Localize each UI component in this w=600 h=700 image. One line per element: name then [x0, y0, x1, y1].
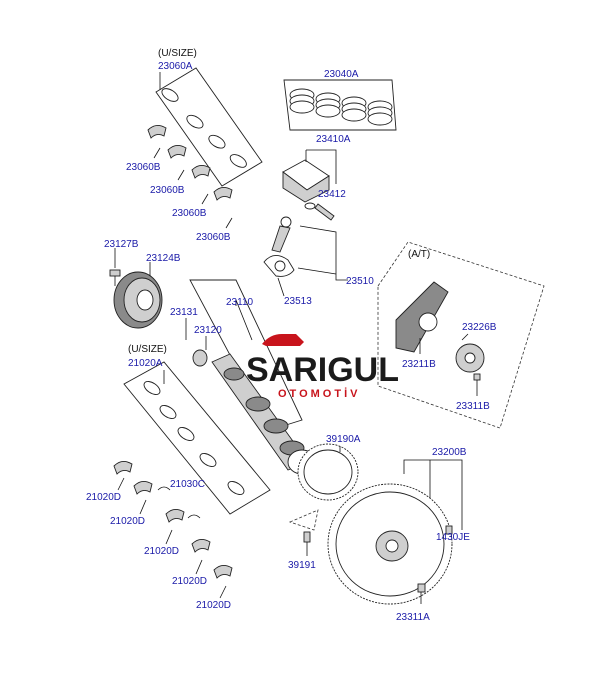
label-21020D-1[interactable]: 21020D	[86, 492, 121, 503]
label-23513[interactable]: 23513	[284, 296, 312, 307]
label-23127B[interactable]: 23127B	[104, 239, 139, 250]
label-23226B[interactable]: 23226B	[462, 322, 497, 333]
label-23311A[interactable]: 23311A	[396, 612, 430, 623]
label-39191[interactable]: 39191	[288, 560, 316, 571]
label-21020A[interactable]: 21020A	[128, 358, 163, 369]
label-us-size-upper: (U/SIZE)	[158, 48, 197, 59]
label-21020D-3[interactable]: 21020D	[144, 546, 179, 557]
label-23060B-2[interactable]: 23060B	[150, 185, 185, 196]
car-silhouette-icon	[262, 334, 304, 346]
label-21030C[interactable]: 21030C	[170, 479, 205, 490]
watermark-name: SARIGUL	[246, 351, 399, 389]
label-39190A[interactable]: 39190A	[326, 434, 361, 445]
label-23060B-3[interactable]: 23060B	[172, 208, 207, 219]
label-23040A[interactable]: 23040A	[324, 69, 359, 80]
label-23110[interactable]: 23110	[226, 297, 254, 308]
label-23060B-4[interactable]: 23060B	[196, 232, 231, 243]
flywheel	[327, 459, 463, 605]
connecting-rod	[263, 216, 348, 297]
piston-assembly	[282, 149, 337, 221]
label-23412[interactable]: 23412	[318, 189, 346, 200]
label-23311B[interactable]: 23311B	[456, 401, 490, 412]
piston-rings	[283, 79, 397, 131]
label-23410A[interactable]: 23410A	[316, 134, 351, 145]
sarigul-logo: SARIGUL OTOMOTİV	[246, 334, 399, 400]
label-23211B[interactable]: 23211B	[402, 359, 436, 370]
label-23510[interactable]: 23510	[346, 276, 374, 287]
label-23120[interactable]: 23120	[194, 325, 222, 336]
crank-pulley	[109, 248, 163, 329]
label-at: (A/T)	[408, 249, 430, 260]
at-drive-plate-group	[377, 241, 545, 429]
label-23060A[interactable]: 23060A	[158, 61, 193, 72]
label-23124B[interactable]: 23124B	[146, 253, 181, 264]
label-21020D-2[interactable]: 21020D	[110, 516, 145, 527]
label-23060B-1[interactable]: 23060B	[126, 162, 161, 173]
reluctor-ring	[288, 443, 359, 556]
watermark-sub: OTOMOTİV	[278, 387, 360, 400]
label-23131[interactable]: 23131	[170, 307, 198, 318]
label-21020D-5[interactable]: 21020D	[196, 600, 231, 611]
lower-bearing-set	[113, 361, 271, 599]
label-us-size-lower: (U/SIZE)	[128, 344, 167, 355]
label-23200B[interactable]: 23200B	[432, 447, 467, 458]
label-21020D-4[interactable]: 21020D	[172, 576, 207, 587]
label-1430JE[interactable]: 1430JE	[436, 532, 470, 543]
upper-bearing-set	[147, 67, 263, 229]
